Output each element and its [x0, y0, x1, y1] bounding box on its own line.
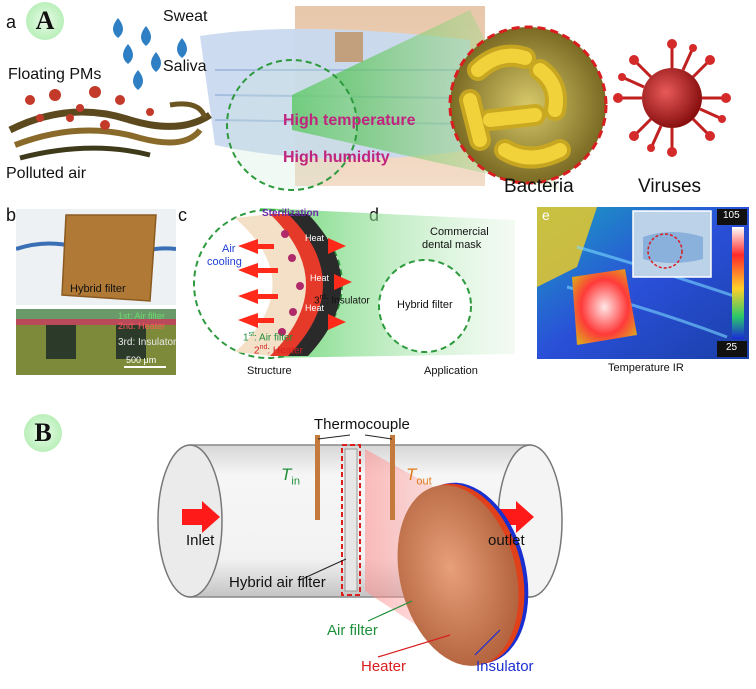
panel-a-badge: A	[26, 2, 64, 40]
label-bacteria: Bacteria	[504, 176, 574, 197]
label-floating-pms: Floating PMs	[8, 66, 102, 83]
label-high-humidity: High humidity	[283, 149, 390, 166]
label-outlet: outlet	[488, 532, 525, 549]
test-setup-diagram	[157, 434, 563, 666]
label-air-cooling-1: Air	[222, 243, 236, 255]
subpanel-b-letter: b	[6, 205, 17, 225]
label-air-filter: Air filter	[327, 622, 378, 639]
virus-graphic	[613, 39, 731, 157]
floating-particles	[25, 86, 154, 130]
label-hybrid-air-filter: Hybrid air filter	[229, 574, 326, 591]
label-structure-caption: Structure	[247, 365, 292, 377]
ir-scale-min: 25	[726, 342, 738, 353]
label-sem-layer-3: 3rd: Insulator	[118, 337, 177, 348]
sweat-drops	[113, 18, 187, 90]
hybrid-filter-photo	[16, 209, 176, 305]
mask-sensor-tab	[335, 32, 363, 62]
label-heat-1: Heat	[305, 233, 325, 243]
subpanel-a-letter: a	[6, 12, 17, 32]
label-hybrid-filter-photo: Hybrid filter	[70, 283, 126, 295]
label-t-in-sub: in	[291, 475, 300, 488]
label-layer-2-rest: : Heater	[267, 345, 303, 357]
structure-diagram	[193, 208, 515, 359]
label-high-temperature: High temperature	[283, 112, 416, 129]
label-layer-3: 3rd: Insulator	[314, 294, 370, 307]
label-air-cooling-2: cooling	[207, 256, 242, 268]
label-commercial-2: dental mask	[422, 239, 482, 251]
label-inlet: Inlet	[186, 532, 215, 549]
label-temperature-ir: Temperature IR	[608, 362, 684, 374]
label-sweat: Sweat	[163, 8, 208, 25]
ir-scale-max: 105	[723, 210, 740, 221]
label-layer-3-sup: rd	[319, 294, 326, 301]
label-heat-3: Heat	[305, 303, 325, 313]
label-sem-layer-2: 2nd: Heater	[118, 321, 166, 331]
label-insulator: Insulator	[476, 658, 534, 675]
label-polluted-air: Polluted air	[6, 165, 87, 182]
label-layer-2-sup: nd	[259, 344, 268, 351]
label-viruses: Viruses	[638, 176, 702, 197]
label-layer-3-rest: : Insulator	[325, 295, 370, 307]
label-sterilization: Sterilization	[262, 208, 319, 219]
subpanel-a-illustration	[8, 6, 731, 191]
label-scale-bar: 500 μm	[126, 355, 157, 365]
polluted-air-swirls	[8, 101, 212, 161]
thermal-ir-image	[537, 207, 749, 359]
label-sem-layer-1: 1st: Air filter	[118, 311, 166, 321]
label-commercial-1: Commercial	[430, 226, 489, 238]
zoom-circle-green	[226, 59, 358, 191]
label-thermocouple: Thermocouple	[314, 416, 410, 433]
label-d-hybrid-filter: Hybrid filter	[397, 299, 453, 311]
label-heat-2: Heat	[310, 273, 330, 283]
label-layer-1-rest: : Air filter	[254, 332, 293, 344]
subpanel-e-letter: e	[542, 207, 550, 223]
label-t-in: Tin	[281, 465, 300, 487]
label-application-caption: Application	[424, 365, 478, 377]
label-t-out-main: T	[406, 465, 417, 484]
sem-cross-section	[16, 309, 176, 375]
label-layer-1: 1st: Air filter	[243, 331, 293, 344]
label-t-out: Tout	[406, 465, 432, 487]
label-layer-2: 2nd: Heater	[254, 344, 303, 357]
label-heater: Heater	[361, 658, 407, 675]
panel-b-badge: B	[24, 414, 62, 452]
label-saliva: Saliva	[163, 58, 207, 75]
label-t-out-sub: out	[416, 475, 432, 488]
label-t-in-main: T	[281, 465, 292, 484]
label-layer-1-sup: st	[248, 331, 255, 338]
subpanel-c-letter: c	[178, 205, 187, 225]
